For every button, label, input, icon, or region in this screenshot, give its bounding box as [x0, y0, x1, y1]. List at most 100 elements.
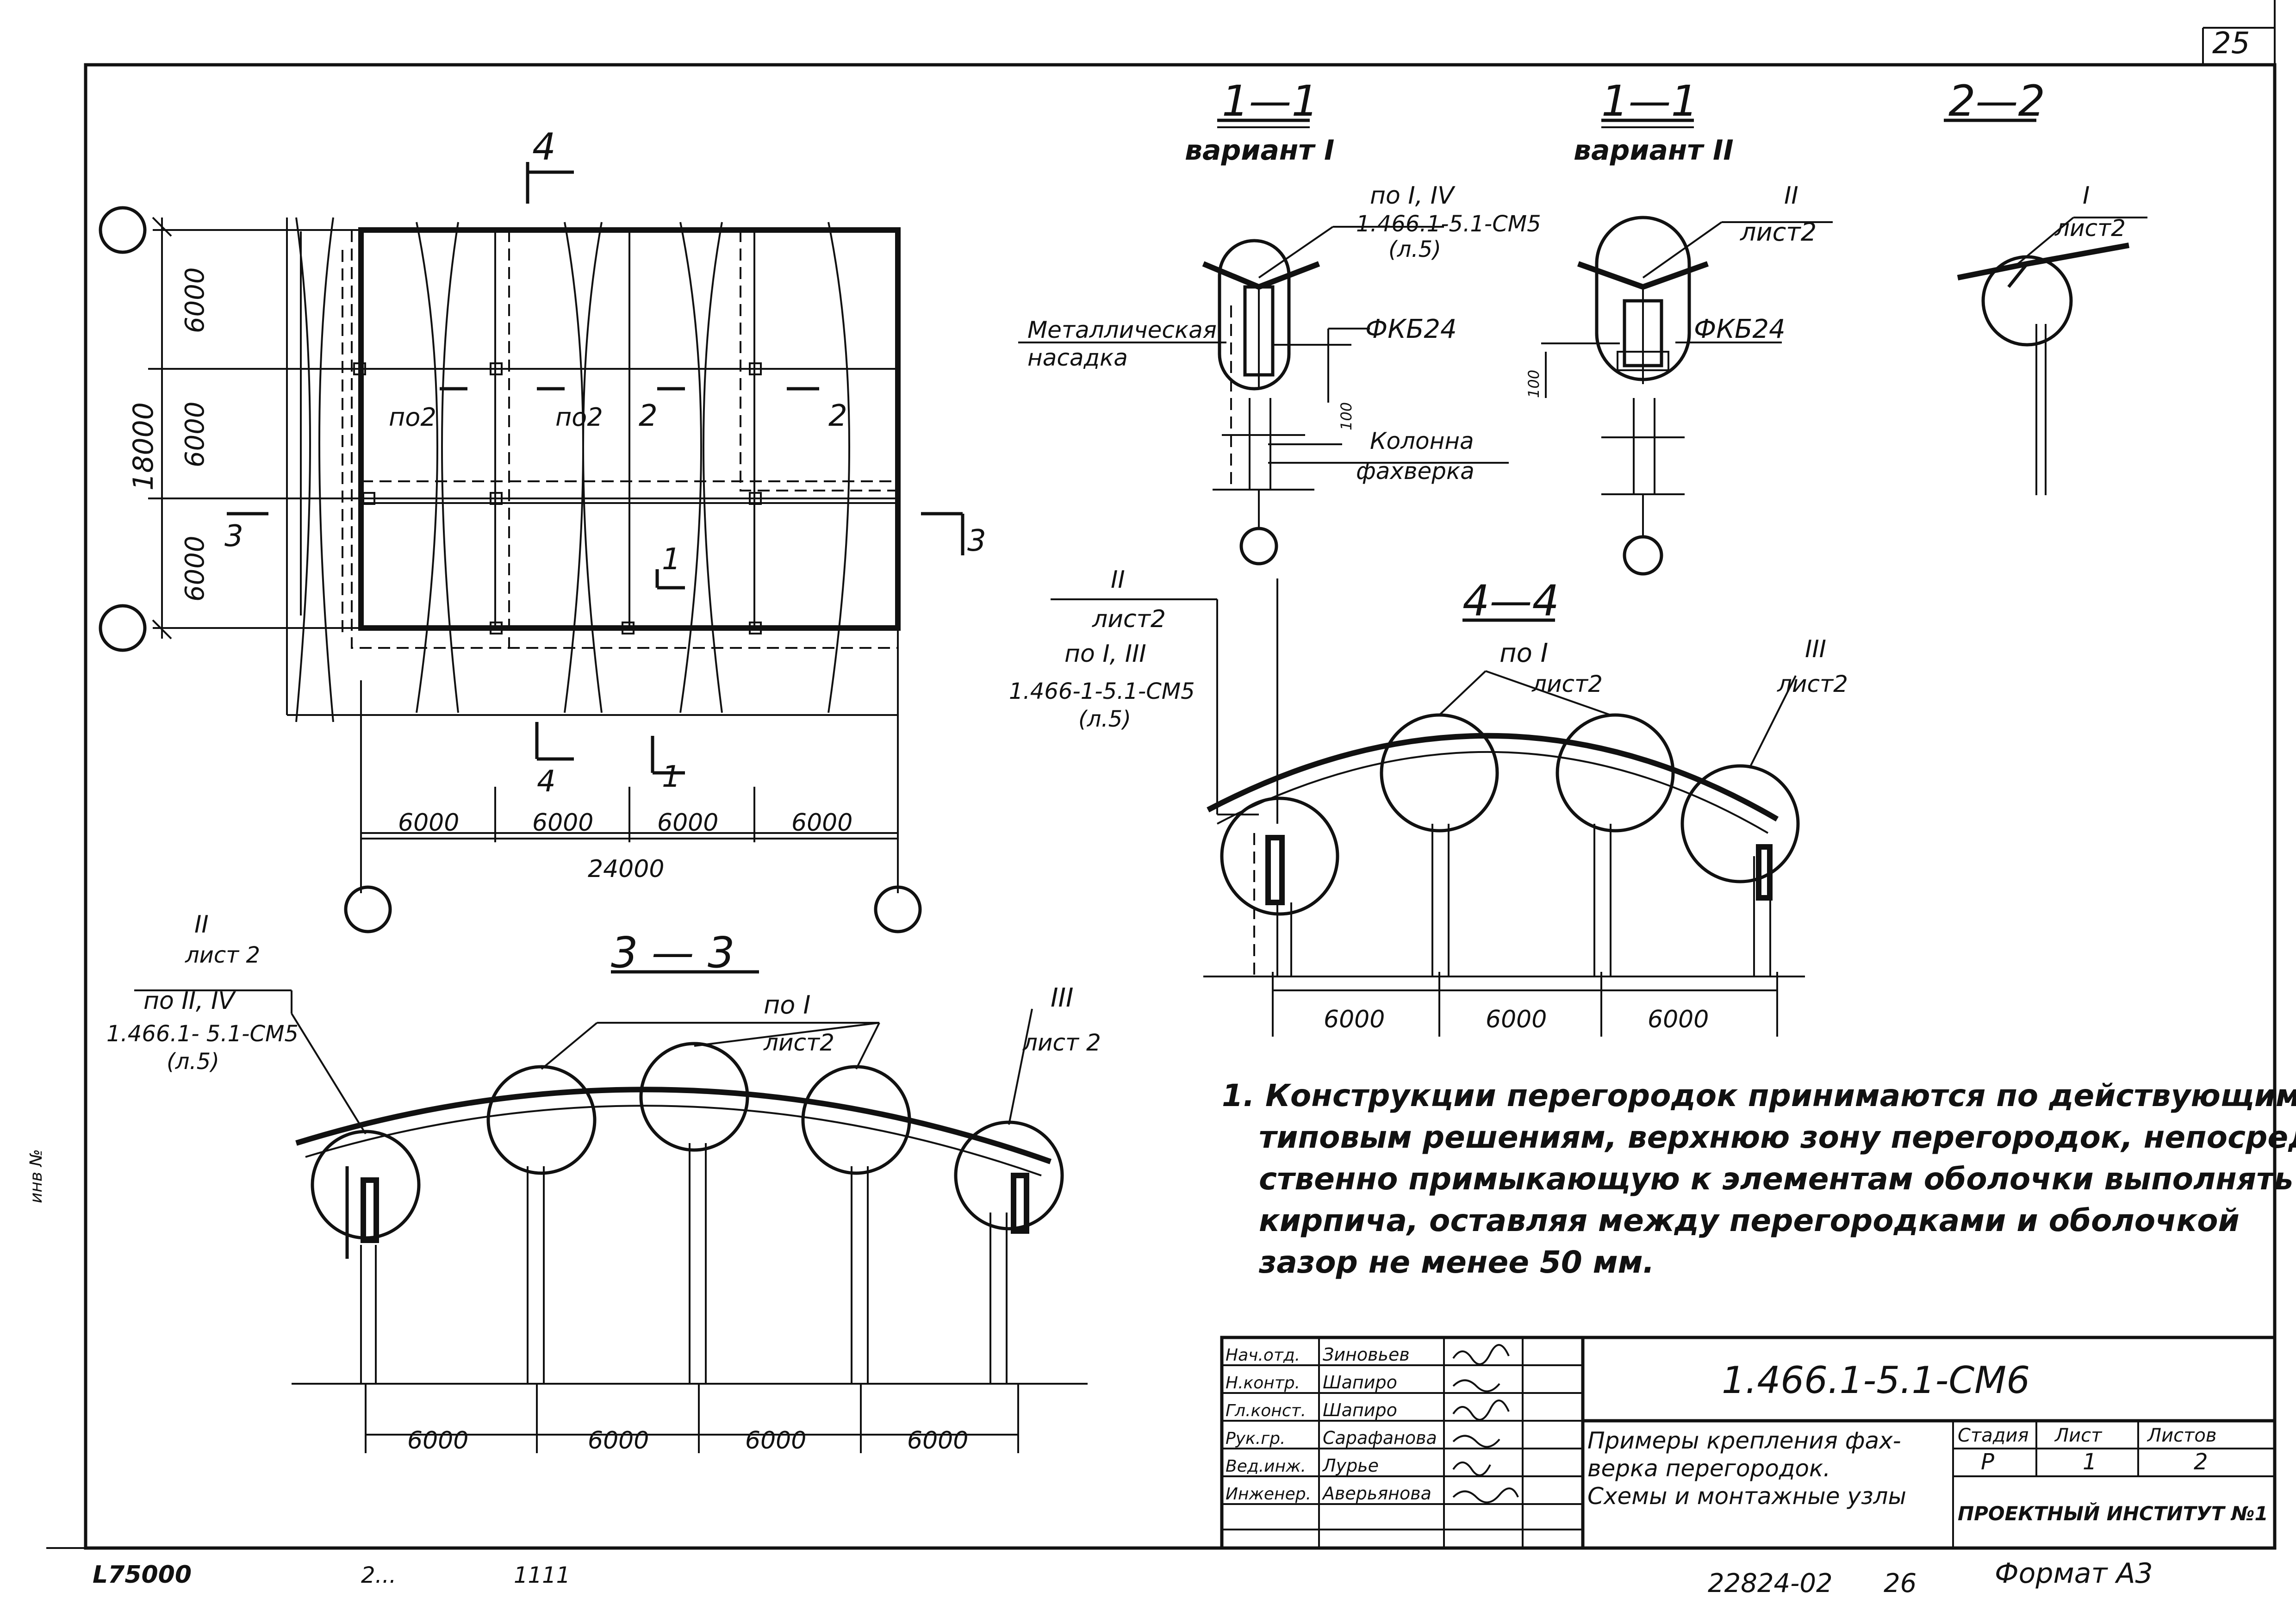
tb-code: 1.466.1-5.1-СМ6 [1722, 1359, 2030, 1402]
plan-label-2-a: 2 [639, 399, 658, 433]
plan-dim-row-2: 6000 [180, 401, 210, 467]
plan-dim-col-3: 6000 [657, 809, 718, 837]
s44-right-ref-1: III [1805, 635, 1826, 663]
s11b-fkb: ФКБ24 [1694, 314, 1786, 344]
tb-h-sheets: Листов [2147, 1425, 2216, 1446]
tb-name-5: Лурье [1322, 1455, 1379, 1476]
s44-dim-1: 6000 [1324, 1006, 1385, 1033]
tb-name-6: Аверьянова [1321, 1483, 1431, 1504]
note-line-2: типовым решениям, верхнюю зону перегород… [1259, 1119, 2296, 1155]
s33-dim-2: 6000 [588, 1427, 649, 1455]
format-label: Формат А3 [1995, 1557, 2153, 1590]
tb-name-3: Шапиро [1323, 1400, 1397, 1420]
s22-ref-1: I [2083, 182, 2090, 210]
plan-view [99, 162, 964, 933]
s33-dim-1: 6000 [407, 1427, 468, 1455]
tb-name-1: Зиновьев [1323, 1344, 1410, 1365]
plan-dim-col-2: 6000 [532, 809, 593, 837]
s44-dim-3: 6000 [1648, 1006, 1709, 1033]
s44-mid-ref-1: по I [1500, 638, 1548, 668]
s33-title: 3 — 3 [611, 928, 735, 977]
plan-label-2-b: 2 [828, 399, 847, 433]
tb-role-4: Рук.гр. [1226, 1429, 1285, 1448]
general-note: 1. Конструкции перегородок принимаются п… [1222, 1078, 2296, 1280]
s11b-ref-1: II [1784, 182, 1798, 210]
s44-right-ref-2: лист2 [1777, 671, 1848, 697]
s11b-ref-2: лист2 [1740, 218, 1817, 247]
s44-left-ref-3: по I, III [1064, 640, 1146, 668]
tb-role-3: Гл.конст. [1226, 1401, 1306, 1420]
column-label-2: фахверка [1356, 458, 1475, 485]
side-stamp: инв № [27, 1149, 46, 1203]
tb-v-sheets: 2 [2194, 1449, 2208, 1475]
note-line-3: ственно примыкающую к элементам оболочки… [1259, 1161, 2296, 1197]
s33-dim-3: 6000 [745, 1427, 806, 1455]
plan-dim-col-4: 6000 [791, 809, 852, 837]
bottom-stamp-left: L75000 [93, 1561, 192, 1589]
tb-v-stage: Р [1981, 1449, 1994, 1475]
s11a-ref-1: по I, IV [1370, 182, 1456, 210]
s11a-ref-2: 1.466.1-5.1-СМ5 [1356, 211, 1541, 237]
s44-left-ref-5: (л.5) [1078, 706, 1131, 732]
note-line-4: кирпича, оставляя между перегородками и … [1259, 1203, 2240, 1238]
tb-role-5: Вед.инж. [1226, 1457, 1306, 1476]
s44-left-ref-1: II [1111, 566, 1125, 594]
bottom-stamp-mid2: 1111 [514, 1562, 570, 1588]
column-label-1: Колонна [1370, 428, 1474, 454]
plan-section-1-mid: 1 [662, 542, 681, 577]
s44-left-ref-4: 1.466-1-5.1-СМ5 [1009, 678, 1195, 704]
section-1-1-variant-1 [1018, 118, 1509, 566]
s44-mid-ref-2: лист2 [1531, 671, 1603, 697]
s11a-subtitle: вариант I [1185, 134, 1334, 167]
plan-section-4-bottom: 4 [537, 765, 556, 799]
s33-left-ref-4: 1.466.1- 5.1-СМ5 [106, 1021, 299, 1047]
plan-section-3-right: 3 [967, 524, 986, 558]
s11b-title: 1—1 [1601, 76, 1698, 126]
tb-role-6: Инженер. [1226, 1485, 1311, 1504]
s11a-dim: 100 [1338, 402, 1355, 430]
s33-left-ref-5: (л.5) [167, 1049, 219, 1075]
tb-org: ПРОЕКТНЫЙ ИНСТИТУТ №1 [1958, 1502, 2268, 1525]
s33-left-ref-1: II [194, 911, 209, 939]
s11a-left-label-1: Металлическая [1027, 317, 1217, 343]
s44-left-ref-2: лист2 [1092, 605, 1166, 633]
plan-label-po2-a: по2 [389, 403, 436, 432]
s11a-title: 1—1 [1222, 76, 1319, 126]
s44-title: 4—4 [1462, 576, 1559, 626]
s33-left-ref-3: по II, IV [143, 987, 236, 1015]
archive-number: 22824-02 [1708, 1568, 1833, 1598]
plan-dim-row-3: 6000 [180, 535, 210, 602]
section-4-4 [1051, 578, 1805, 1037]
tb-role-2: Н.контр. [1226, 1374, 1300, 1393]
tb-desc-1: Примеры крепления фах- [1587, 1427, 1901, 1454]
plan-dim-col-1: 6000 [398, 809, 459, 837]
title-block [1220, 1336, 2277, 1550]
s33-dim-4: 6000 [907, 1427, 968, 1455]
section-3-3 [134, 970, 1088, 1453]
tb-v-sheet: 1 [2083, 1449, 2097, 1475]
s22-title: 2—2 [1948, 76, 2045, 126]
copy-number: 26 [1884, 1568, 1916, 1598]
bottom-stamp-mid1: 2... [361, 1562, 396, 1588]
plan-label-po2-b: по2 [555, 403, 603, 432]
s33-right-ref-1: III [1051, 983, 1074, 1013]
tb-desc-2: верка перегородок. [1587, 1455, 1830, 1482]
plan-dim-total-horizontal: 24000 [588, 855, 664, 883]
s11a-fkb: ФКБ24 [1365, 314, 1457, 344]
s11b-dim: 100 [1525, 370, 1543, 398]
s11a-ref-3: (л.5) [1388, 236, 1441, 262]
tb-name-2: Шапиро [1323, 1372, 1397, 1393]
plan-section-1-bottom: 1 [662, 760, 681, 794]
tb-name-4: Сарафанова [1323, 1428, 1437, 1448]
s22-ref-2: лист2 [2054, 215, 2126, 242]
tb-h-stage: Стадия [1958, 1425, 2028, 1446]
plan-dim-total-vertical: 18000 [127, 402, 160, 491]
s44-dim-2: 6000 [1486, 1006, 1547, 1033]
s11a-left-label-2: насадка [1027, 344, 1128, 371]
s33-mid-ref-2: лист2 [763, 1029, 834, 1056]
signature-marks [1452, 1344, 1519, 1504]
page-number: 25 [2212, 26, 2250, 61]
s33-left-ref-2: лист 2 [185, 942, 260, 968]
plan-section-4-top: 4 [532, 125, 556, 168]
